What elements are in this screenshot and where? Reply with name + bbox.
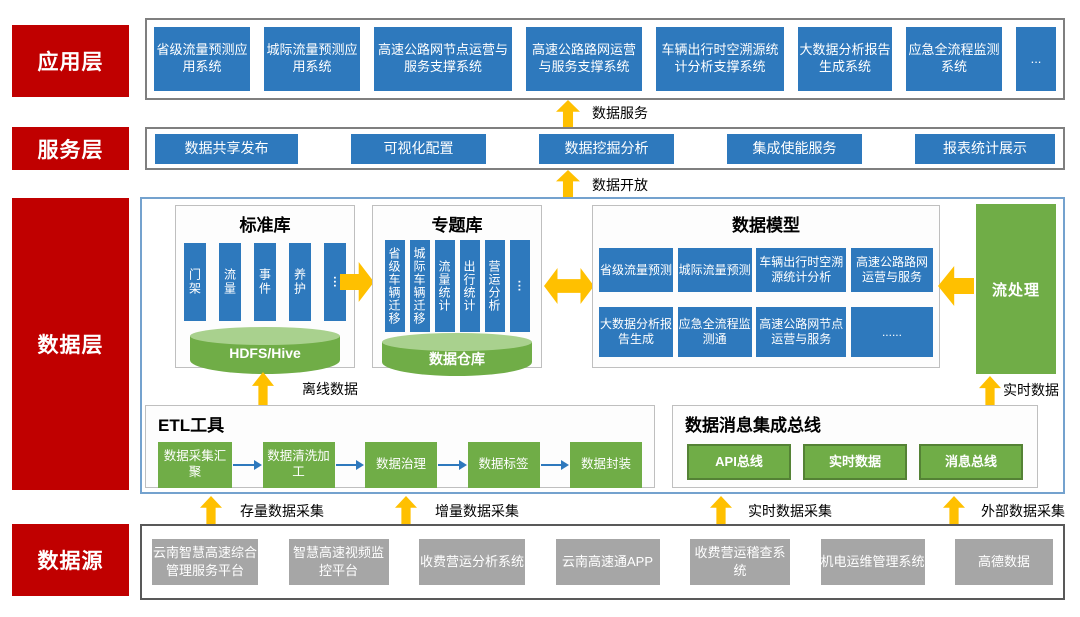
service-box: 可视化配置: [351, 133, 486, 164]
app-system-box: 高速公路路网运营与服务支撑系统: [526, 27, 642, 91]
etl-step-box: 数据标签: [467, 442, 540, 488]
up-arrow-icon: [710, 496, 732, 524]
data-model-row-1: 省级流量预测 城际流量预测 车辆出行时空溯源统计分析 高速公路路网运营与服务: [593, 248, 939, 292]
up-arrow-icon: [395, 496, 417, 524]
etl-step-box: 数据清洗加工: [262, 442, 335, 488]
application-systems-row: 省级流量预测应用系统 城际流量预测应用系统 高速公路网节点运营与服务支撑系统 高…: [147, 20, 1063, 98]
standard-db-panel: 标准库 门架 流量 事件 养护 ··· HDFS/Hive: [175, 205, 355, 374]
source-box: 高德数据: [955, 539, 1053, 585]
layer-label-service: 服务层: [12, 127, 129, 170]
standard-db-bars: 门架 流量 事件 养护 ···: [176, 243, 354, 321]
source-layer-frame: 云南智慧高速综合管理服务平台 智慧高速视频监控平台 收费营运分析系统 云南高速通…: [140, 524, 1065, 600]
model-box: 大数据分析报告生成: [599, 307, 673, 357]
app-system-box: 高速公路网节点运营与服务支撑系统: [374, 27, 512, 91]
data-model-row-2: 大数据分析报告生成 应急全流程监测通 高速公路网节点运营与服务 ......: [593, 307, 939, 357]
etl-panel: ETL工具 数据采集汇聚 数据清洗加工 数据治理 数据标签 数据封装: [145, 405, 655, 488]
standard-db-bar-more: ···: [324, 243, 346, 321]
service-box: 数据挖掘分析: [539, 133, 674, 164]
topic-db-bar: 流量统计: [434, 240, 455, 332]
etl-step-box: 数据治理: [365, 442, 437, 488]
topic-db-bar-more: ···: [509, 240, 530, 332]
service-box: 数据共享发布: [155, 133, 298, 164]
bus-item-box: 消息总线: [919, 444, 1023, 480]
flow-arrow-icon: [335, 460, 364, 470]
standard-db-bar: 流量: [219, 243, 241, 321]
collect-label: 外部数据采集: [981, 503, 1065, 519]
topic-db-bar: 城际车辆迁移: [409, 240, 430, 332]
layer-label-source: 数据源: [12, 524, 129, 596]
layer-label-application: 应用层: [12, 25, 129, 97]
app-system-box: 大数据分析报告生成系统: [798, 27, 892, 91]
topic-db-bar: 出行统计: [459, 240, 480, 332]
standard-db-bar: 事件: [254, 243, 276, 321]
layer-label-data: 数据层: [12, 198, 129, 490]
data-warehouse-cylinder: 数据仓库: [382, 333, 532, 376]
app-system-box: 城际流量预测应用系统: [264, 27, 360, 91]
topic-db-bar: 营运分析: [484, 240, 505, 332]
app-system-box: 省级流量预测应用系统: [154, 27, 250, 91]
collect-label: 存量数据采集: [240, 503, 324, 519]
message-bus-panel: 数据消息集成总线 API总线 实时数据 消息总线: [672, 405, 1038, 488]
collect-label: 实时数据采集: [748, 503, 832, 519]
etl-step-box: 数据采集汇聚: [158, 442, 232, 488]
standard-db-bar: 门架: [184, 243, 206, 321]
model-box: 应急全流程监测通: [677, 307, 752, 357]
stream-processing-box: 流处理: [976, 204, 1056, 374]
source-box: 智慧高速视频监控平台: [288, 539, 389, 585]
etl-title: ETL工具: [158, 416, 225, 435]
data-model-title: 数据模型: [732, 216, 800, 235]
service-items-row: 数据共享发布 可视化配置 数据挖掘分析 集成使能服务 报表统计展示: [147, 129, 1063, 168]
data-warehouse-label: 数据仓库: [429, 351, 485, 367]
topic-db-bar: 省级车辆迁移: [384, 240, 405, 332]
flow-arrow-icon: [233, 460, 261, 470]
collect-label: 增量数据采集: [435, 503, 519, 519]
service-box: 集成使能服务: [727, 133, 862, 164]
topic-db-title: 专题库: [431, 216, 483, 235]
up-arrow-icon: [943, 496, 965, 524]
hdfs-hive-label: HDFS/Hive: [229, 345, 301, 361]
etl-step-box: 数据封装: [570, 442, 642, 488]
data-open-label: 数据开放: [592, 177, 648, 193]
up-arrow-icon: [200, 496, 222, 524]
model-box: 高速公路路网运营与服务: [850, 248, 933, 292]
flow-arrow-icon: [540, 460, 569, 470]
app-system-box: 应急全流程监测系统: [906, 27, 1002, 91]
source-box: 收费营运稽查系统: [690, 539, 790, 585]
topic-db-bars: 省级车辆迁移 城际车辆迁移 流量统计 出行统计 营运分析 ···: [373, 240, 541, 332]
bus-item-box: 实时数据: [803, 444, 907, 480]
realtime-data-label: 实时数据: [1003, 382, 1059, 398]
model-box: 车辆出行时空溯源统计分析: [756, 248, 847, 292]
standard-db-title: 标准库: [239, 216, 291, 235]
application-layer-frame: 省级流量预测应用系统 城际流量预测应用系统 高速公路网节点运营与服务支撑系统 高…: [145, 18, 1065, 100]
bus-item-box: API总线: [687, 444, 791, 480]
model-box: 高速公路网节点运营与服务: [756, 307, 847, 357]
flow-arrow-icon: [438, 460, 466, 470]
standard-db-bar: 养护: [289, 243, 311, 321]
service-box: 报表统计展示: [915, 133, 1055, 164]
up-arrow-icon: [556, 100, 580, 128]
source-box: 收费营运分析系统: [419, 539, 525, 585]
model-box-more: ......: [850, 307, 933, 357]
app-system-box-more: ...: [1016, 27, 1056, 91]
offline-data-label: 离线数据: [302, 381, 358, 397]
message-bus-row: API总线 实时数据 消息总线: [673, 444, 1037, 480]
source-box: 机电运维管理系统: [820, 539, 925, 585]
source-box: 云南智慧高速综合管理服务平台: [152, 539, 258, 585]
up-arrow-icon: [556, 170, 580, 197]
app-system-box: 车辆出行时空溯源统计分析支撑系统: [656, 27, 784, 91]
etl-steps-row: 数据采集汇聚 数据清洗加工 数据治理 数据标签 数据封装: [146, 442, 654, 488]
topic-db-panel: 专题库 省级车辆迁移 城际车辆迁移 流量统计 出行统计 营运分析 ··· 数据仓…: [372, 205, 542, 376]
model-box: 城际流量预测: [677, 248, 752, 292]
service-layer-frame: 数据共享发布 可视化配置 数据挖掘分析 集成使能服务 报表统计展示: [145, 127, 1065, 170]
data-model-panel: 数据模型 省级流量预测 城际流量预测 车辆出行时空溯源统计分析 高速公路路网运营…: [592, 205, 940, 368]
message-bus-title: 数据消息集成总线: [685, 416, 821, 435]
hdfs-hive-cylinder: HDFS/Hive: [190, 327, 340, 374]
model-box: 省级流量预测: [599, 248, 673, 292]
data-service-label: 数据服务: [592, 105, 648, 121]
source-systems-row: 云南智慧高速综合管理服务平台 智慧高速视频监控平台 收费营运分析系统 云南高速通…: [142, 526, 1063, 598]
source-box: 云南高速通APP: [555, 539, 660, 585]
